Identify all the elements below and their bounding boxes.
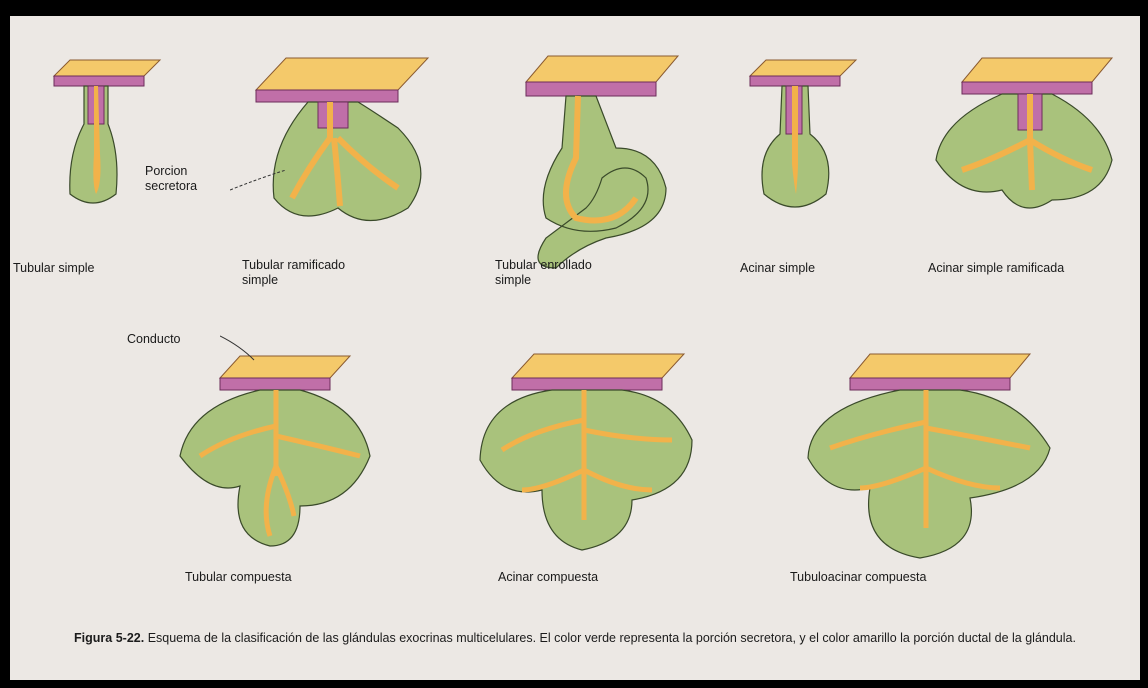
label-tubular-compound: Tubular compuesta [185,570,292,585]
gland-tubuloacinar-compound [800,338,1060,570]
label-acinar-simple-branched: Acinar simple ramificada [928,261,1064,276]
caption-text: Esquema de la clasificación de las glánd… [148,631,1076,645]
figure-sheet: Tubular simple Tubular ramificado simple… [10,16,1140,680]
label-tubular-simple: Tubular simple [13,261,95,276]
label-tubular-branched-simple: Tubular ramificado simple [242,258,345,288]
label-acinar-compound: Acinar compuesta [498,570,598,585]
gland-acinar-compound [472,340,702,560]
gland-tubular-compound [170,346,390,556]
gland-acinar-simple [740,54,860,224]
gland-tubular-branched-simple [248,38,448,238]
gland-tubular-coiled-simple [506,38,686,274]
label-acinar-simple: Acinar simple [740,261,815,276]
figure-caption: Figura 5-22. Esquema de la clasificación… [10,630,1140,646]
label-tubuloacinar-compound: Tubuloacinar compuesta [790,570,926,585]
gland-acinar-simple-branched [922,40,1122,230]
annotation-secretory: Porcion secretora [145,164,197,194]
annotation-duct: Conducto [127,332,181,347]
caption-figure-number: Figura 5-22. [74,631,144,645]
label-tubular-coiled-simple: Tubular enrollado simple [495,258,592,288]
secretory-leader-line [230,166,290,196]
duct-leader-line [220,334,260,364]
